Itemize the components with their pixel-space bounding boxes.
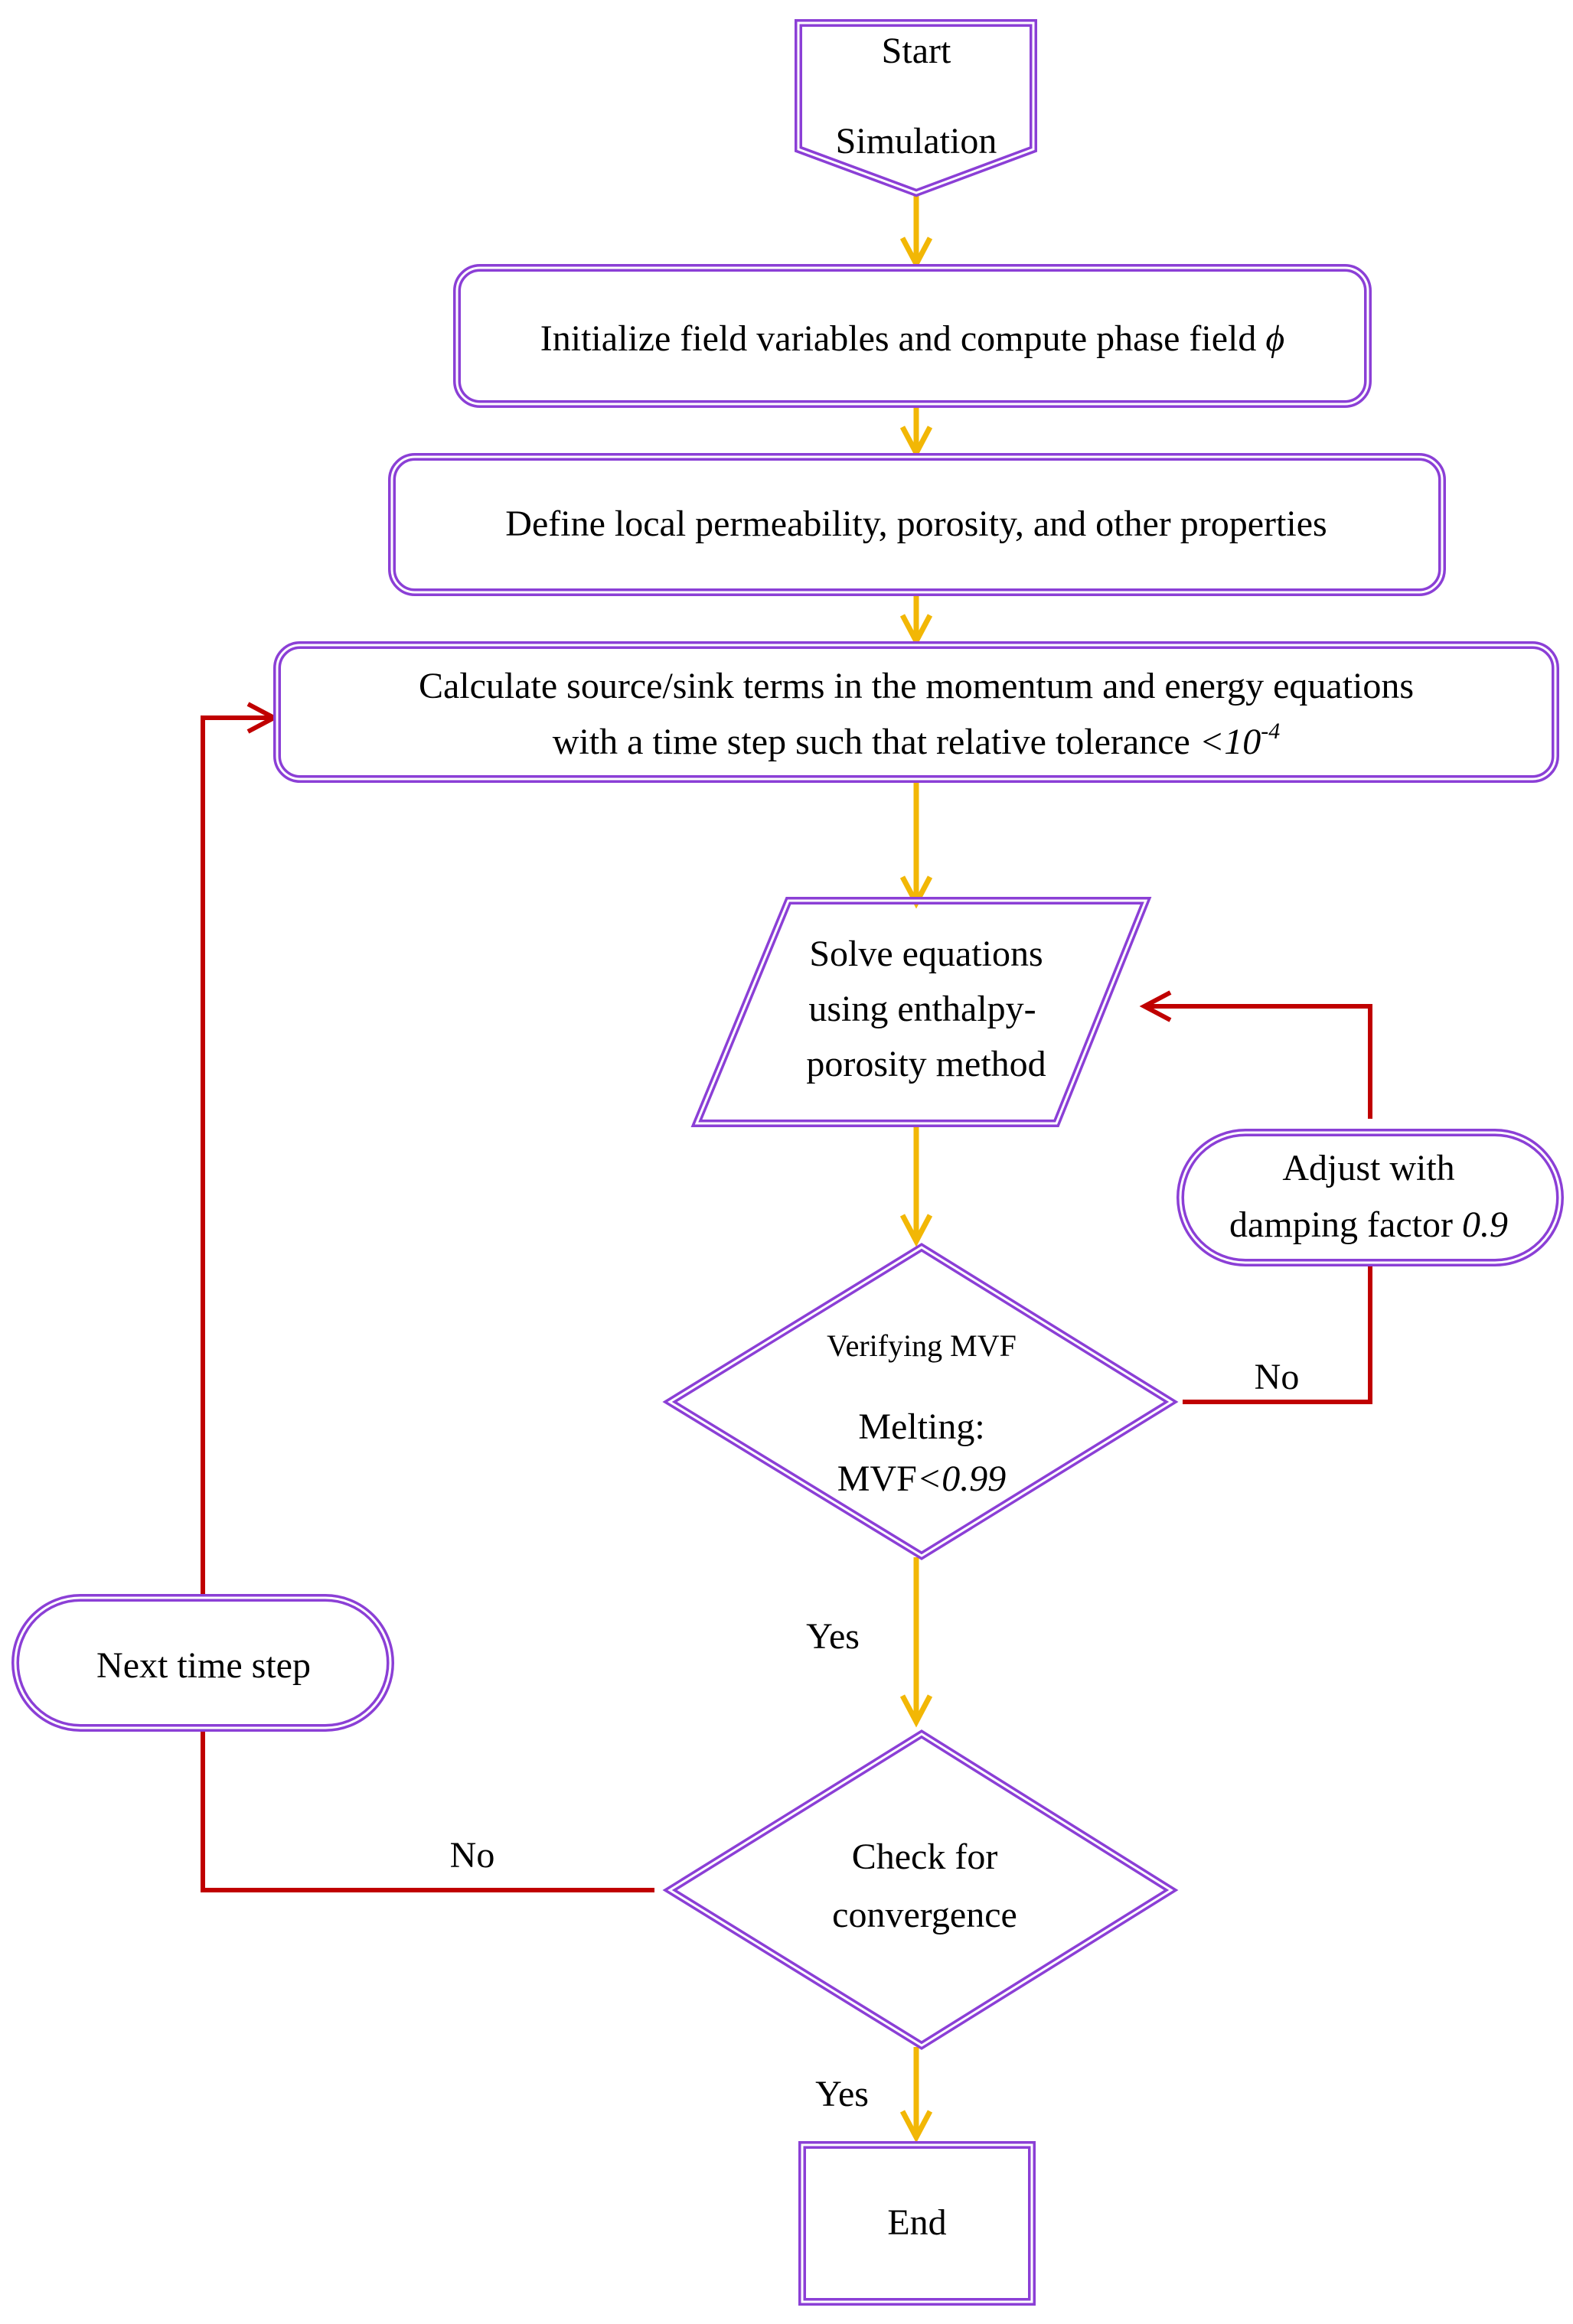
check-line1: Check for [852,1837,998,1877]
solve-line2: using enthalpy- [808,989,1036,1029]
damping-factor-value: 0.9 [1462,1204,1508,1245]
adjust-terminal [1176,1129,1564,1266]
calc-line2: with a time step such that relative tole… [553,719,1280,762]
verify-diamond [662,1243,1179,1560]
check-no-label: No [450,1835,495,1876]
start-line1: Start [882,31,951,71]
init-box [453,264,1372,408]
arrow-verify-no-to-adjust [1183,1264,1372,1404]
end-box [798,2141,1036,2306]
verify-no-label: No [1255,1357,1300,1397]
loop-arrows [201,702,1372,1892]
arrow-check-no-to-next [201,1731,654,1892]
start-node [795,19,1037,197]
check-line2: convergence [832,1895,1017,1935]
verify-title: Verifying MVF [827,1328,1017,1363]
adjust-line1: Adjust with [1282,1148,1454,1188]
tolerance-exponent: -4 [1261,719,1280,744]
next-label: Next time step [96,1645,311,1686]
calc-line1: Calculate source/sink terms in the momen… [419,666,1414,706]
arrow-adjust-to-solve [1139,990,1372,1119]
solve-line1: Solve equations [809,934,1043,974]
init-text: Initialize field variables and compute p… [540,318,1257,359]
end-label: End [887,2202,946,2243]
adjust-line2: damping factor 0.9 [1229,1204,1508,1245]
calc-box [273,641,1559,783]
define-box [388,453,1446,596]
check-diamond [662,1729,1179,2050]
verify-line2: Melting: [858,1406,984,1447]
calc-line2-text: with a time step such that relative tole… [553,722,1190,762]
arrow-next-to-calc [201,702,279,1596]
next-terminal [11,1594,394,1732]
solve-parallelogram [690,897,1152,1127]
phi-symbol: ϕ [1265,318,1284,359]
tolerance-value: <10 [1199,722,1261,762]
solve-line3: porosity method [806,1044,1046,1084]
define-label: Define local permeability, porosity, and… [505,504,1327,544]
verify-condition: MVF<0.99 [837,1459,1006,1499]
start-line2: Simulation [836,121,997,161]
verify-condition-prefix: MVF [837,1459,917,1499]
edge-labels: No Yes No Yes [450,1357,1300,2114]
init-label: Initialize field variables and compute p… [540,318,1284,359]
verify-yes-label: Yes [806,1616,860,1657]
node-labels: Start Simulation Initialize field variab… [96,31,1508,2243]
check-yes-label: Yes [815,2074,869,2114]
adjust-line2-text: damping factor [1229,1204,1453,1245]
verify-condition-value: <0.99 [917,1459,1006,1499]
